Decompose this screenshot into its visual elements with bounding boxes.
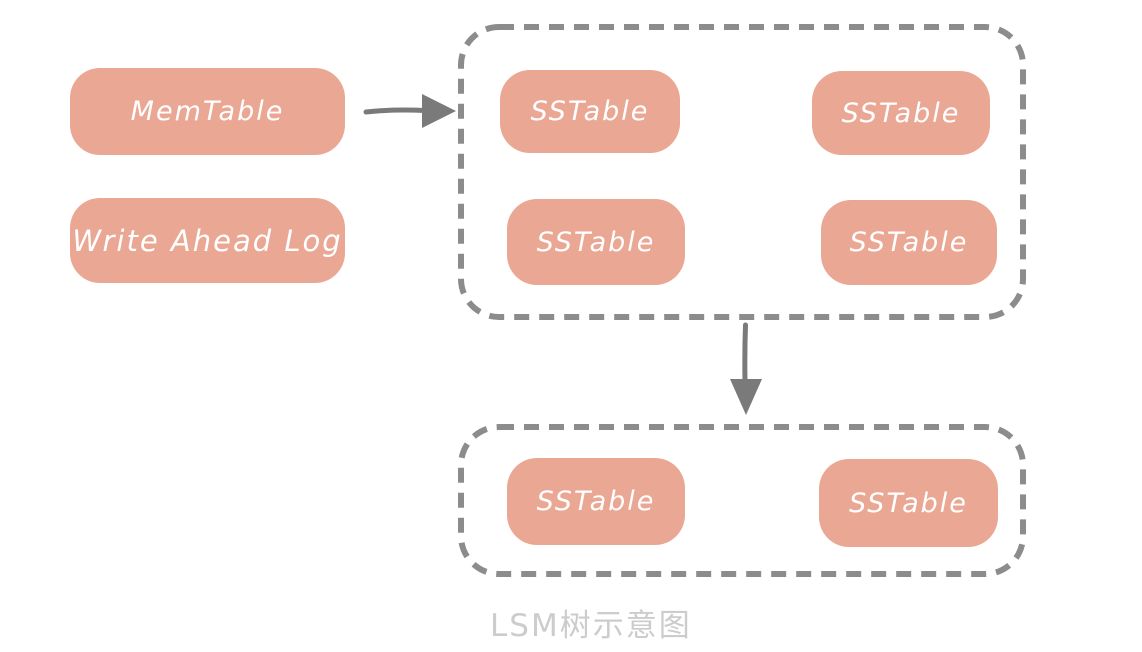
sstable-node-l1-d: SSTable	[821, 200, 997, 285]
arrow-down-icon	[727, 322, 765, 422]
diagram-caption: LSM树示意图	[490, 608, 692, 644]
write-ahead-log-node: Write Ahead Log	[70, 198, 345, 283]
memtable-node: MemTable	[70, 68, 345, 155]
sstable-node-l1-b: SSTable	[812, 71, 990, 155]
sstable-node-l1-a: SSTable	[500, 70, 680, 153]
level2-group-border	[456, 422, 1028, 580]
sstable-node-l2-b: SSTable	[819, 459, 998, 547]
level1-group-border	[456, 22, 1028, 322]
arrow-right-icon	[363, 88, 458, 138]
sstable-node-l1-c: SSTable	[507, 199, 685, 285]
sstable-node-l2-a: SSTable	[507, 458, 685, 545]
